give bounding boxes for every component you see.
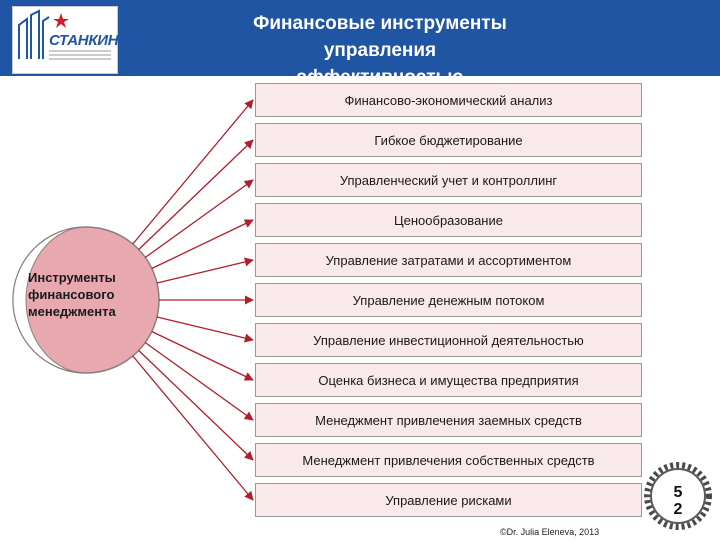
slide-number: 5 2 [660, 484, 696, 518]
instrument-label: Управление инвестиционной деятельностью [313, 332, 584, 348]
center-label-line-3: менеджмента [28, 304, 116, 319]
connector-arrow [132, 355, 254, 501]
instrument-box: Управление инвестиционной деятельностью [255, 323, 642, 357]
instrument-label: Менеджмент привлечения заемных средств [315, 412, 582, 428]
logo-text: СТАНКИН [49, 32, 119, 49]
instrument-box: Управленческий учет и контроллинг [255, 163, 642, 197]
instrument-box: Гибкое бюджетирование [255, 123, 642, 157]
connector-arrows [132, 99, 254, 501]
header-bar [0, 0, 720, 76]
instrument-box: Оценка бизнеса и имущества предприятия [255, 363, 642, 397]
instrument-label: Гибкое бюджетирование [374, 132, 523, 148]
instrument-box: Менеджмент привлечения заемных средств [255, 403, 642, 437]
connector-arrow [138, 139, 254, 250]
slide-number-line-1: 5 [673, 484, 683, 501]
instrument-label: Управление рисками [385, 492, 512, 508]
instrument-label: Оценка бизнеса и имущества предприятия [318, 372, 579, 388]
center-label: Инструменты финансового менеджмента [28, 269, 148, 320]
instrument-box: Менеджмент привлечения собственных средс… [255, 443, 642, 477]
instrument-box: Управление денежным потоком [255, 283, 642, 317]
instrument-label: Менеджмент привлечения собственных средс… [302, 452, 595, 468]
center-circle-inner [12, 226, 87, 374]
connector-arrow [144, 342, 254, 421]
connector-arrow [151, 330, 254, 381]
instrument-label: Управление затратами и ассортиментом [325, 252, 572, 268]
stankin-logo: СТАНКИН [12, 6, 119, 74]
connector-arrow [156, 257, 254, 284]
slide-number-line-2: 2 [673, 501, 683, 518]
connector-arrow [138, 350, 254, 461]
connector-arrow [151, 219, 254, 270]
instrument-box: Управление затратами и ассортиментом [255, 243, 642, 277]
connector-arrow [144, 179, 254, 258]
page-title: Финансовые инструменты управления эффект… [200, 10, 560, 91]
logo-building-icon [18, 9, 111, 60]
connector-arrow [156, 316, 254, 343]
instrument-box: Управление рисками [255, 483, 642, 517]
instrument-label: Финансово-экономический анализ [344, 92, 553, 108]
instrument-label: Управленческий учет и контроллинг [339, 172, 558, 188]
title-line-1: Финансовые инструменты управления [253, 13, 507, 61]
title-line-2: эффективностью [296, 67, 464, 88]
center-label-line-1: Инструменты [28, 270, 116, 285]
instrument-box: Финансово-экономический анализ [255, 83, 642, 117]
instrument-box: Ценообразование [255, 203, 642, 237]
center-label-line-2: финансового [28, 287, 115, 302]
connector-arrow [132, 99, 254, 245]
instrument-label: Управление денежным потоком [352, 292, 545, 308]
copyright-text: ©Dr. Julia Eleneva, 2013 [500, 527, 600, 537]
instrument-label: Ценообразование [394, 212, 503, 228]
